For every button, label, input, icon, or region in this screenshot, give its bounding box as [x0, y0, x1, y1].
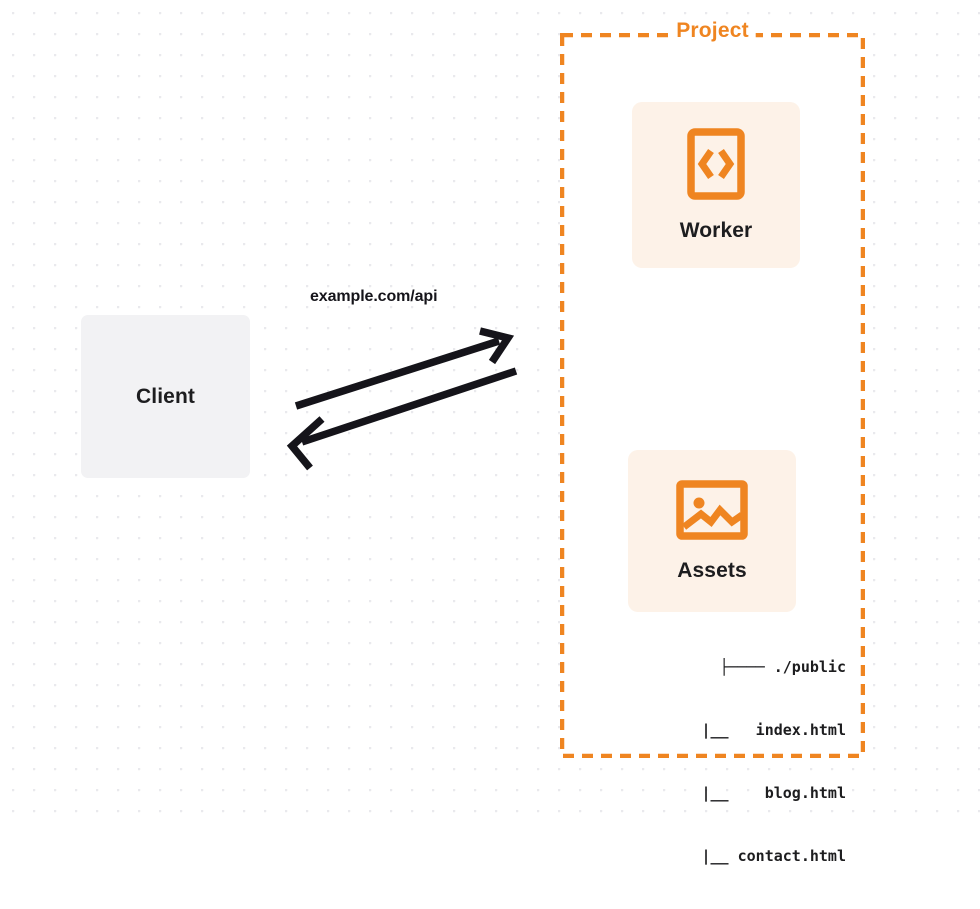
- project-title: Project: [669, 19, 756, 43]
- response-arrow: [286, 367, 518, 471]
- worker-label: Worker: [679, 218, 753, 242]
- file-tree-row: |__ blog.html: [683, 784, 846, 802]
- diagram-canvas: Client example.com/api Project: [0, 0, 980, 865]
- project-container: Project Worker Assets: [560, 19, 865, 865]
- worker-card[interactable]: Worker: [632, 102, 800, 268]
- code-brackets-icon: [687, 127, 745, 205]
- file-tree-row: |__ contact.html: [683, 847, 846, 865]
- file-tree-row: ├──── ./public: [719, 658, 846, 676]
- request-arrow: [294, 327, 515, 410]
- assets-file-tree: ├──── ./public |__ index.html |__ blog.h…: [602, 615, 846, 909]
- connection-label: example.com/api: [310, 288, 438, 305]
- client-node[interactable]: Client: [81, 315, 250, 478]
- file-tree-row: |__ index.html: [683, 721, 846, 739]
- assets-card[interactable]: Assets: [628, 450, 796, 612]
- assets-label: Assets: [677, 558, 747, 582]
- image-icon: [676, 479, 748, 545]
- client-label: Client: [136, 384, 195, 408]
